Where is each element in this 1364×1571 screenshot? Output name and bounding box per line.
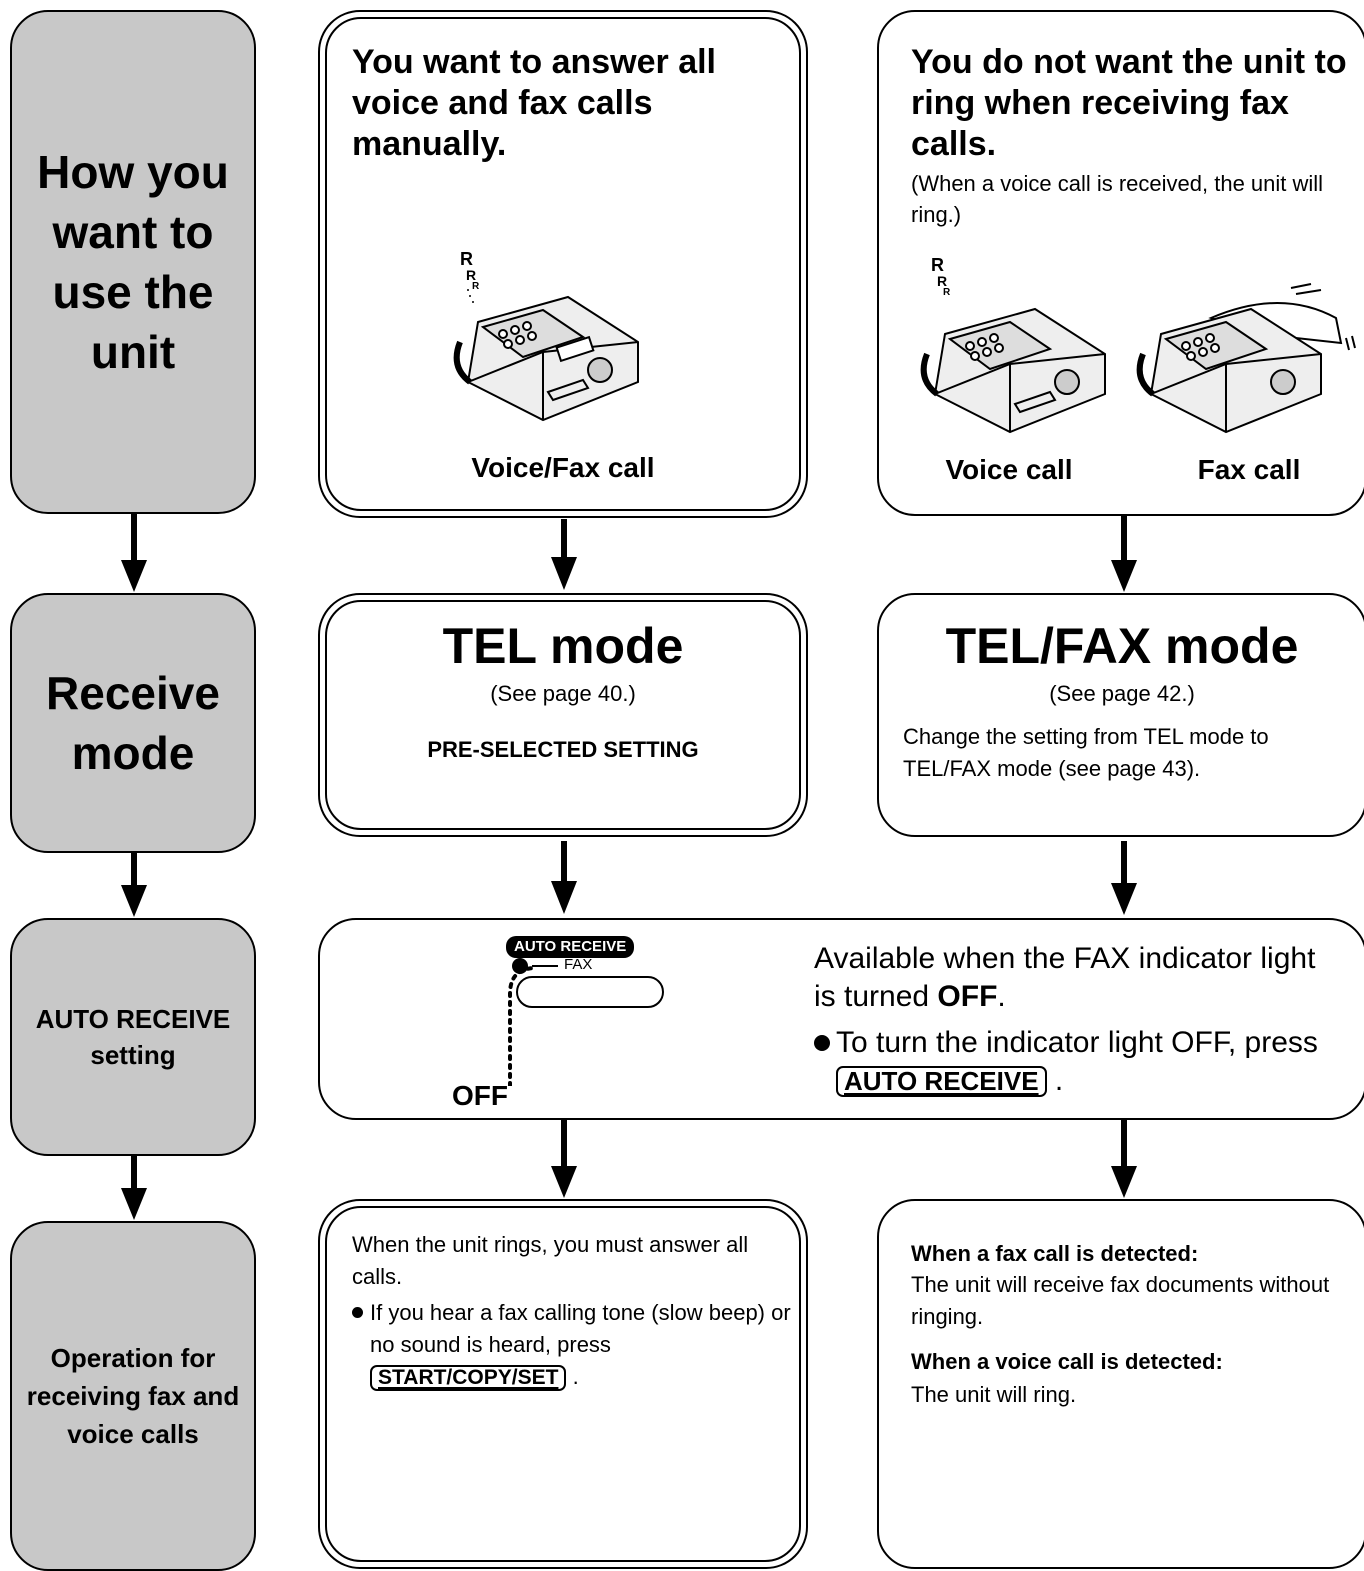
bullet-text: If you hear a fax calling tone (slow bee…: [370, 1300, 791, 1357]
fax-machine-fax-icon: [1136, 283, 1356, 434]
tel-fax-mode-ref: (See page 42.): [1049, 681, 1195, 706]
ring-letter: R: [466, 267, 477, 283]
fax-call-caption: Fax call: [1197, 454, 1301, 485]
ring-indicator: R R R: [931, 256, 950, 298]
operation-tel-fax-box: When a fax call is detected: The unit wi…: [877, 1199, 1364, 1569]
bullet-text: To turn the indicator light OFF, press: [836, 1026, 1318, 1059]
tel-fax-mode-note: Change the setting from TEL mode to TEL/…: [903, 724, 1269, 781]
tel-mode-title: TEL mode: [442, 618, 684, 674]
operation-manual-box: When the unit rings, you must answer all…: [318, 1199, 808, 1569]
start-copy-set-key: START/COPY/SET: [370, 1365, 567, 1392]
tel-fax-mode-title: TEL/FAX mode: [945, 618, 1299, 674]
usage-manual-caption: Voice/Fax call: [471, 452, 655, 483]
operation-manual-bullet: If you hear a fax calling tone (slow bee…: [352, 1297, 810, 1393]
desc-prefix: Available when the FAX indicator light i…: [814, 942, 1316, 1013]
ring-letter: R: [937, 273, 948, 289]
row-label-receive-mode-text: Receive mode: [46, 667, 220, 779]
usage-no-ring-title: You do not want the unit to ring when re…: [911, 43, 1347, 163]
operation-manual-text: When the unit rings, you must answer all…: [352, 1232, 749, 1289]
row-label-auto-receive: AUTO RECEIVE setting: [10, 918, 256, 1156]
bullet-dot: [352, 1307, 363, 1318]
bullet-end: .: [1054, 1064, 1064, 1097]
row-label-usage: How you want to use the unit: [10, 10, 256, 514]
auto-receive-badge: AUTO RECEIVE: [506, 936, 635, 958]
tel-fax-mode-box: TEL/FAX mode (See page 42.) Change the s…: [877, 593, 1364, 837]
voice-detect-text: The unit will ring.: [911, 1382, 1077, 1407]
off-label: OFF: [452, 1080, 508, 1111]
usage-manual-title: You want to answer all voice and fax cal…: [352, 43, 716, 163]
fax-label: FAX: [564, 956, 593, 973]
fax-machine-voice-icon: [920, 307, 1106, 434]
auto-receive-box: AUTO RECEIVE FAX OFF Available when the …: [318, 918, 1364, 1120]
fax-indicator-icon: [508, 958, 558, 1086]
ring-indicator: R R R: [460, 250, 479, 292]
desc-suffix: .: [997, 980, 1006, 1013]
ring-letter: R: [472, 281, 480, 292]
fax-detect-text: The unit will receive fax documents with…: [911, 1272, 1330, 1329]
voice-detect-heading: When a voice call is detected:: [911, 1349, 1223, 1374]
fax-detect-heading: When a fax call is detected:: [911, 1241, 1199, 1266]
usage-manual-box: You want to answer all voice and fax cal…: [318, 10, 808, 518]
bullet-dot: [814, 1035, 830, 1051]
tel-mode-note: PRE-SELECTED SETTING: [427, 737, 699, 762]
usage-no-ring-box: You do not want the unit to ring when re…: [877, 10, 1364, 516]
row-label-usage-text: How you want to use the unit: [37, 146, 229, 378]
ring-letter: R: [931, 255, 944, 275]
desc-bold: OFF: [937, 980, 998, 1013]
row-label-operation: Operation for receiving fax and voice ca…: [10, 1221, 256, 1571]
auto-receive-button-icon: [516, 976, 664, 1008]
row-label-receive-mode: Receive mode: [10, 593, 256, 853]
ring-letter: R: [943, 287, 951, 298]
auto-receive-description: Available when the FAX indicator light i…: [814, 940, 1334, 1016]
auto-receive-bullet: To turn the indicator light OFF, press A…: [814, 1024, 1356, 1100]
auto-receive-key: AUTO RECEIVE: [836, 1066, 1047, 1098]
tel-mode-ref: (See page 40.): [490, 681, 636, 706]
voice-call-caption: Voice call: [945, 454, 1073, 485]
row-label-auto-receive-text: AUTO RECEIVE setting: [35, 1004, 231, 1070]
usage-no-ring-subtitle: (When a voice call is received, the unit…: [911, 171, 1324, 227]
tel-mode-box: TEL mode (See page 40.) PRE-SELECTED SET…: [318, 593, 808, 837]
row-label-operation-text: Operation for receiving fax and voice ca…: [26, 1343, 240, 1449]
ring-letter: R: [460, 249, 473, 269]
fax-machine-icon: [453, 289, 639, 422]
